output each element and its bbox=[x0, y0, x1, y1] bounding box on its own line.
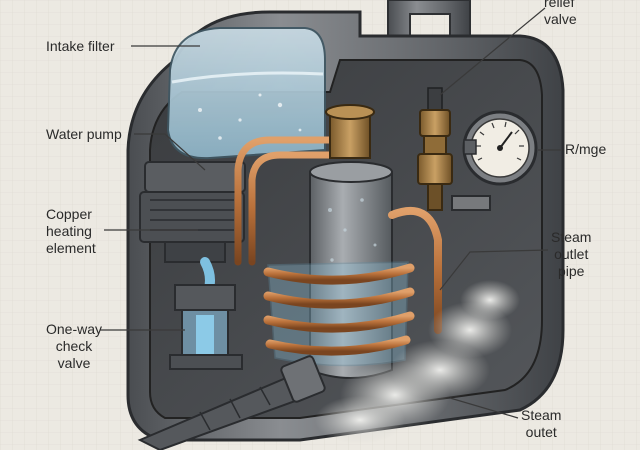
intake-filter-tank bbox=[166, 27, 326, 160]
label-line: heating bbox=[46, 223, 92, 239]
label-line: element bbox=[46, 240, 96, 256]
tank-bubbles bbox=[198, 93, 302, 140]
label-line: outlet bbox=[554, 246, 589, 262]
label-gauge: R/mge bbox=[565, 141, 607, 157]
label-line: pipe bbox=[558, 263, 585, 279]
label-line: Copper bbox=[46, 206, 92, 222]
label-line: valve bbox=[57, 355, 91, 371]
leader-lines bbox=[100, 7, 562, 419]
label-line: Steam bbox=[551, 229, 592, 245]
label-line: outet bbox=[525, 424, 557, 440]
label-relief-valve: relief valve bbox=[544, 0, 577, 28]
steam-outlet-nozzle bbox=[137, 355, 326, 450]
label-line: valve bbox=[544, 11, 577, 27]
label-copper-heating-element: Copper heating element bbox=[46, 206, 96, 257]
relief-valve bbox=[417, 87, 491, 211]
label-line: Steam bbox=[521, 407, 562, 423]
label-line: check bbox=[55, 338, 93, 354]
tank-water-surface bbox=[171, 71, 324, 84]
label-line: relief bbox=[544, 0, 575, 10]
copper-heating-element bbox=[263, 263, 415, 356]
copper-feed-pipes bbox=[234, 136, 334, 334]
label-one-way-check-valve: One-way check valve bbox=[46, 321, 102, 372]
label-steam-outlet: Steam outet bbox=[521, 407, 561, 441]
label-water-pump: Water pump bbox=[46, 126, 122, 142]
label-intake-filter: Intake filter bbox=[46, 38, 115, 54]
label-steam-outlet-pipe: Steam outlet pipe bbox=[551, 229, 591, 280]
steam-plume bbox=[315, 280, 520, 444]
one-way-check-valve bbox=[169, 257, 243, 370]
water-pump bbox=[139, 161, 246, 263]
label-line: One-way bbox=[46, 321, 103, 337]
pressure-gauge bbox=[462, 110, 538, 186]
steam-outlet-pipe bbox=[388, 207, 442, 334]
